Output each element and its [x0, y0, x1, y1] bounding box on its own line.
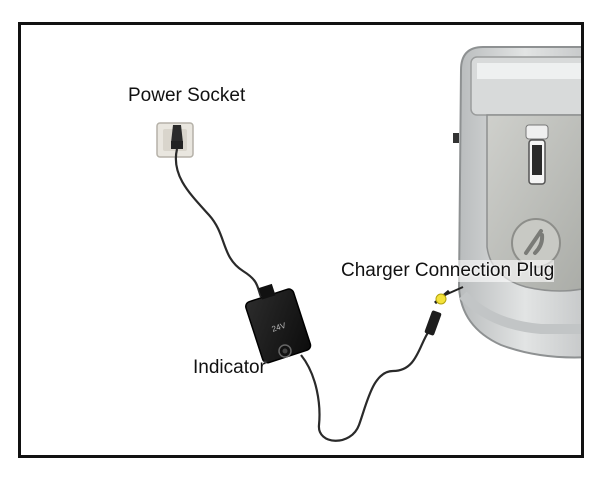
power-socket	[156, 122, 194, 158]
adapter-voltage-text: 24V	[271, 321, 288, 334]
diagram-frame: 24V Power Socket Charger Connection Plug…	[18, 22, 584, 458]
power-adapter: 24V	[245, 283, 312, 364]
charger-connection-plug	[424, 286, 464, 336]
door-lock-device	[453, 46, 581, 359]
cable-socket-to-adapter	[174, 148, 263, 298]
charger-illustration: 24V	[156, 46, 581, 442]
cable-adapter-to-plug	[300, 330, 430, 442]
power-socket-label: Power Socket	[128, 85, 246, 106]
indicator-label: Indicator	[193, 357, 266, 378]
charger-connection-plug-label: Charger Connection Plug	[341, 260, 555, 282]
